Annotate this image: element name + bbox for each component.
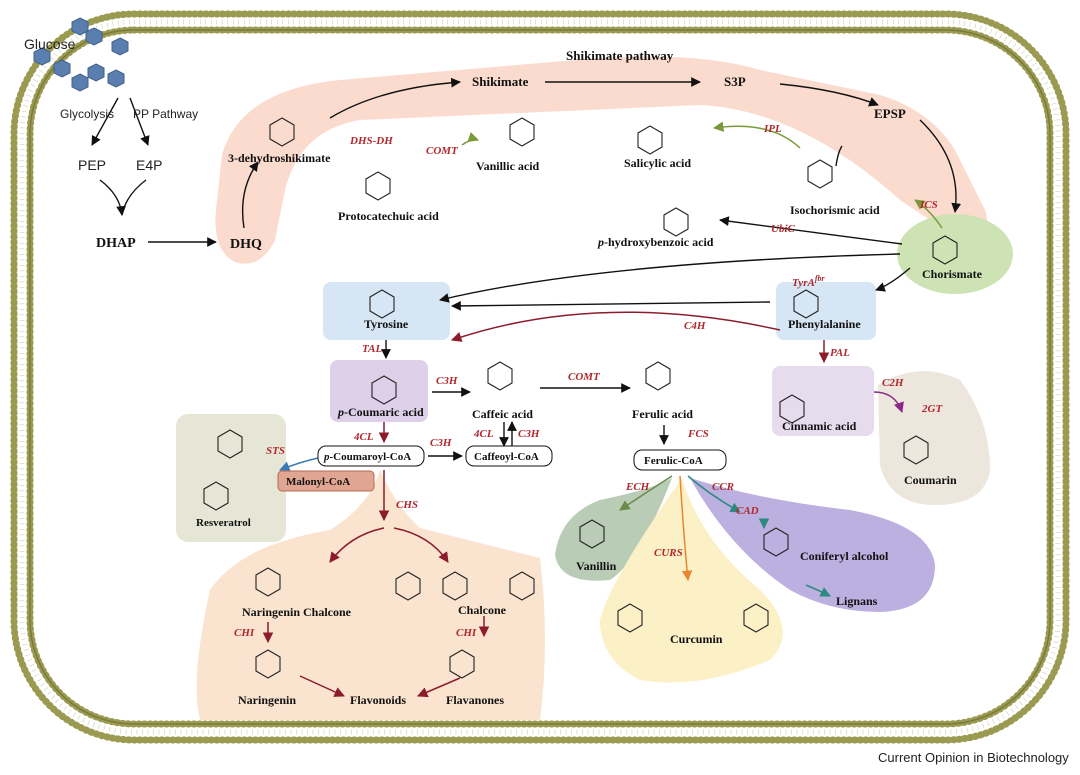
dehydroshikimate-label: 3-dehydroshikimate xyxy=(228,151,331,165)
cinnamic-box xyxy=(772,366,874,436)
enzyme-tyra: TyrAfbr xyxy=(792,274,825,289)
feruloyl-coa-label: Ferulic-CoA xyxy=(644,455,703,467)
enzyme-c4h: C4H xyxy=(684,320,706,332)
figure-credit: Current Opinion in Biotechnology xyxy=(878,750,1069,765)
colored-arrows xyxy=(262,121,943,698)
salicylic-label: Salicylic acid xyxy=(624,156,691,170)
shikimate-pathway-band xyxy=(215,56,988,264)
enzyme-ccr: CCR xyxy=(712,481,734,493)
enzyme-chs: CHS xyxy=(396,499,418,511)
lignan-region xyxy=(690,478,935,612)
enzyme-4cl-a: 4CL xyxy=(353,431,374,443)
enzyme-pal: PAL xyxy=(830,347,850,359)
enzyme-chi-b: CHI xyxy=(456,627,477,639)
malonyl-coa-label: Malonyl-CoA xyxy=(286,476,350,488)
lignans-label: Lignans xyxy=(836,594,878,608)
enzyme-ipl: IPL xyxy=(763,123,782,135)
coumarin-region xyxy=(878,371,990,505)
e4p-label: E4P xyxy=(136,157,162,173)
enzyme-c3h-a: C3H xyxy=(436,375,458,387)
epsp-label: EPSP xyxy=(874,106,906,121)
enzyme-tal: TAL xyxy=(362,343,382,355)
resveratrol-region xyxy=(176,414,286,542)
enzyme-2gt: 2GT xyxy=(921,403,943,415)
glucose-molecules xyxy=(33,17,129,92)
enzyme-c3h-c: C3H xyxy=(518,428,540,440)
dhap-label: DHAP xyxy=(96,236,136,251)
phenylalanine-label: Phenylalanine xyxy=(788,317,861,331)
coumaric-box xyxy=(330,360,428,422)
cell-membrane xyxy=(10,10,1070,744)
enzyme-c3h-b: C3H xyxy=(430,437,452,449)
protocatechuic-label: Protocatechuic acid xyxy=(338,209,439,223)
pp-pathway-label: PP Pathway xyxy=(133,107,198,121)
phenylalanine-box xyxy=(776,282,876,340)
flavanones-label: Flavanones xyxy=(446,693,504,707)
tyrosine-box xyxy=(323,282,450,340)
curcumin-label: Curcumin xyxy=(670,632,723,646)
dhq-label: DHQ xyxy=(230,237,262,252)
shikimate-label: Shikimate xyxy=(472,74,529,89)
enzyme-ics: ICS xyxy=(919,199,938,211)
cinnamic-label: Cinnamic acid xyxy=(782,419,857,433)
glucose-label: Glucose xyxy=(24,36,76,52)
vanillic-label: Vanillic acid xyxy=(476,159,540,173)
resveratrol-label: Resveratrol xyxy=(196,517,251,529)
enzyme-sts: STS xyxy=(266,445,285,457)
naringenin-chalcone-label: Naringenin Chalcone xyxy=(242,605,352,619)
chalcone-label: Chalcone xyxy=(458,603,507,617)
coniferyl-label: Coniferyl alcohol xyxy=(800,549,889,563)
vanillin-region xyxy=(555,478,672,581)
chorismate-label: Chorismate xyxy=(922,267,983,281)
s3p-label: S3P xyxy=(724,74,746,89)
enzyme-ubic: UbiC xyxy=(771,223,796,235)
caffeoyl-coa-label: Caffeoyl-CoA xyxy=(474,451,539,463)
flavonoid-region xyxy=(196,470,545,720)
enzyme-curs: CURS xyxy=(654,547,683,559)
coumarin-label: Coumarin xyxy=(904,473,957,487)
caffeic-label: Caffeic acid xyxy=(472,407,533,421)
naringenin-label: Naringenin xyxy=(238,693,296,707)
vanillin-label: Vanillin xyxy=(576,559,617,573)
pep-label: PEP xyxy=(78,157,106,173)
black-arrows xyxy=(91,77,962,461)
pathway-title: Shikimate pathway xyxy=(566,48,674,63)
enzyme-4cl-b: 4CL xyxy=(473,428,494,440)
enzyme-cad: CAD xyxy=(736,505,759,517)
flavonoids-label: Flavonoids xyxy=(350,693,406,707)
molecule-structures xyxy=(203,117,958,679)
enzyme-fcs: FCS xyxy=(687,428,709,440)
enzyme-c2h: C2H xyxy=(882,377,904,389)
enzyme-ech: ECH xyxy=(625,481,650,493)
hydroxybenzoic-label: p-hydroxybenzoic acid xyxy=(597,235,714,249)
coumaric-label: p-Coumaric acid xyxy=(337,405,424,419)
coumaroyl-coa-label: p-Coumaroyl-CoA xyxy=(323,451,411,463)
enzyme-dhs-dh: DHS-DH xyxy=(349,135,393,147)
coa-boxes xyxy=(277,445,727,492)
ferulic-label: Ferulic acid xyxy=(632,407,693,421)
chorismate-region xyxy=(897,214,1013,294)
isochorismic-label: Isochorismic acid xyxy=(790,203,880,217)
tyrosine-label: Tyrosine xyxy=(364,317,409,331)
enzyme-comt-2: COMT xyxy=(568,371,601,383)
enzyme-comt-1: COMT xyxy=(426,145,459,157)
enzyme-chi-a: CHI xyxy=(234,627,255,639)
glycolysis-label: Glycolysis xyxy=(60,107,114,121)
